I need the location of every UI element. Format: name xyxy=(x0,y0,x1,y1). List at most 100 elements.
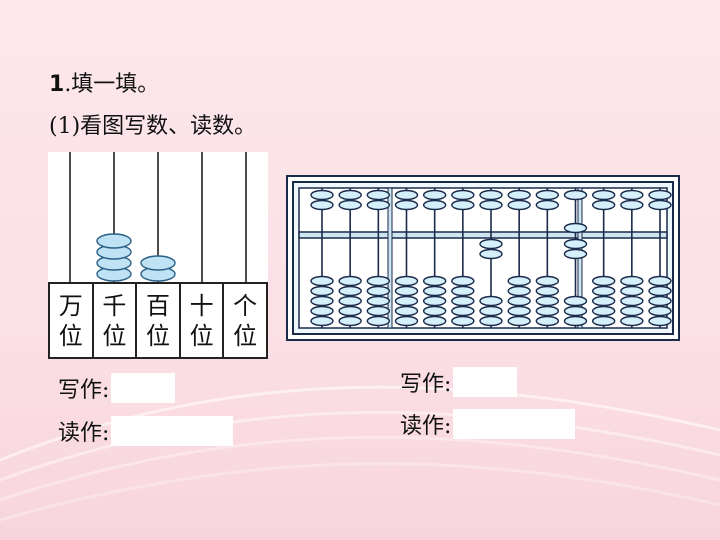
place-char: 位 xyxy=(189,321,214,350)
abacus-lower-bead xyxy=(648,285,672,297)
counter-bead xyxy=(96,233,132,249)
abacus-lower-bead xyxy=(366,295,391,307)
read-label: 读作: xyxy=(400,414,452,439)
abacus-upper-bead xyxy=(394,199,419,211)
abacus-lower-bead xyxy=(563,315,588,327)
abacus-upper-bead xyxy=(422,199,447,211)
place-cell: 万位 xyxy=(50,284,94,357)
question-subtitle: (1)看图写数、读数。 xyxy=(49,114,257,139)
abacus-lower-bead xyxy=(422,305,447,317)
abacus-beam xyxy=(298,231,668,239)
abacus-lower-bead xyxy=(366,275,391,287)
abacus-lower-bead xyxy=(310,275,334,287)
abacus-upper-bead xyxy=(394,189,419,201)
write-answer-box[interactable] xyxy=(111,373,176,403)
write-label: 写作: xyxy=(400,372,452,397)
abacus-lower-bead xyxy=(507,305,531,317)
abacus-lower-bead xyxy=(310,285,334,297)
abacus-lower-bead xyxy=(338,275,362,287)
answer-right-write: 写作: xyxy=(400,366,518,398)
abacus-lower-bead xyxy=(422,295,447,307)
abacus-lower-bead xyxy=(591,275,616,287)
abacus-upper-bead xyxy=(563,189,588,201)
abacus-lower-bead xyxy=(366,285,391,297)
abacus-lower-bead xyxy=(422,315,447,327)
abacus-lower-bead xyxy=(338,295,362,307)
abacus-lower-bead xyxy=(310,315,334,327)
abacus-lower-bead xyxy=(394,305,419,317)
abacus-lower-bead xyxy=(648,315,672,327)
abacus-lower-bead xyxy=(451,305,475,317)
place-char: 位 xyxy=(102,321,127,350)
read-answer-box[interactable] xyxy=(111,416,234,446)
counting-frame: 万位千位百位十位个位 xyxy=(48,152,268,359)
abacus-lower-bead xyxy=(535,315,560,327)
abacus-lower-bead xyxy=(338,315,362,327)
abacus-lower-bead xyxy=(563,295,588,307)
abacus-lower-bead xyxy=(451,315,475,327)
abacus-lower-bead xyxy=(507,285,531,297)
abacus-lower-bead xyxy=(394,285,419,297)
abacus-upper-bead xyxy=(620,199,644,211)
answer-left-write: 写作: xyxy=(58,372,176,404)
abacus-upper-bead xyxy=(563,222,588,234)
abacus-lower-bead xyxy=(591,305,616,317)
abacus-separator xyxy=(387,187,393,329)
place-cell: 百位 xyxy=(137,284,181,357)
abacus-upper-bead xyxy=(310,199,334,211)
place-char: 百 xyxy=(145,291,170,320)
abacus-lower-bead xyxy=(507,275,531,287)
abacus-upper-bead xyxy=(535,199,560,211)
abacus-upper-bead xyxy=(310,189,334,201)
place-char: 千 xyxy=(102,291,127,320)
place-char: 位 xyxy=(145,321,170,350)
abacus-lower-bead xyxy=(479,295,503,307)
abacus-lower-bead xyxy=(535,295,560,307)
abacus-lower-bead xyxy=(620,285,644,297)
abacus-lower-bead xyxy=(394,275,419,287)
abacus-upper-bead xyxy=(507,199,531,211)
counter-bead xyxy=(140,255,176,271)
abacus-lower-bead xyxy=(394,295,419,307)
place-value-row: 万位千位百位十位个位 xyxy=(48,282,268,359)
place-char: 位 xyxy=(58,321,83,350)
abacus-upper-bead xyxy=(479,199,503,211)
abacus-lower-bead xyxy=(310,295,334,307)
abacus-lower-bead xyxy=(563,248,588,260)
place-cell: 千位 xyxy=(93,284,138,357)
abacus-upper-bead xyxy=(648,189,672,201)
write-label: 写作: xyxy=(58,378,110,403)
abacus-upper-bead xyxy=(422,189,447,201)
abacus-lower-bead xyxy=(507,295,531,307)
read-label: 读作: xyxy=(58,421,110,446)
abacus-lower-bead xyxy=(479,238,503,250)
abacus-upper-bead xyxy=(591,189,616,201)
abacus-lower-bead xyxy=(620,315,644,327)
abacus-lower-bead xyxy=(422,275,447,287)
write-answer-box[interactable] xyxy=(453,367,518,397)
abacus-lower-bead xyxy=(591,295,616,307)
abacus-lower-bead xyxy=(479,305,503,317)
abacus-lower-bead xyxy=(451,285,475,297)
read-answer-box[interactable] xyxy=(453,409,576,439)
abacus-lower-bead xyxy=(394,315,419,327)
abacus-lower-bead xyxy=(535,285,560,297)
place-char: 万 xyxy=(58,291,83,320)
abacus-upper-bead xyxy=(338,189,362,201)
abacus-upper-bead xyxy=(366,199,391,211)
abacus-lower-bead xyxy=(338,305,362,317)
abacus-lower-bead xyxy=(563,238,588,250)
abacus-lower-bead xyxy=(479,315,503,327)
abacus-upper-bead xyxy=(648,199,672,211)
abacus-lower-bead xyxy=(620,275,644,287)
place-cell: 十位 xyxy=(180,284,225,357)
abacus-lower-bead xyxy=(366,305,391,317)
abacus-lower-bead xyxy=(535,305,560,317)
abacus-upper-bead xyxy=(535,189,560,201)
question-title: 1.填一填。 xyxy=(49,72,160,97)
abacus-lower-bead xyxy=(422,285,447,297)
abacus xyxy=(286,175,680,341)
place-char: 个 xyxy=(233,291,258,320)
